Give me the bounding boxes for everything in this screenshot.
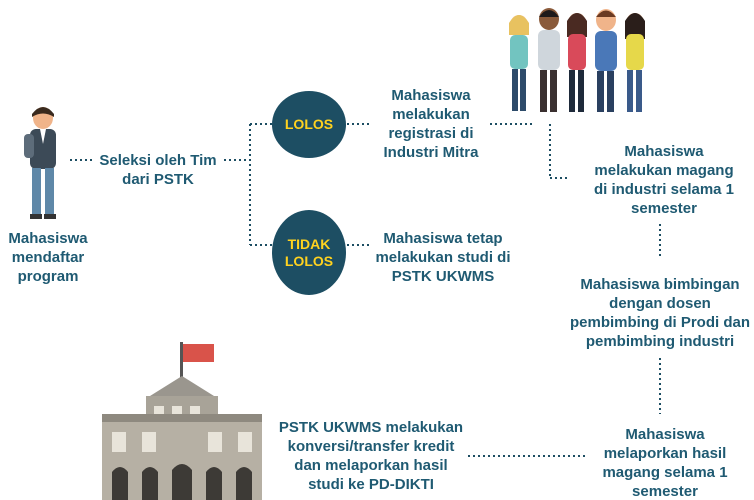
guidance-text: Mahasiswa bimbingan dengan dosen pembimb… — [570, 276, 750, 350]
pass-circle: LOLOS — [272, 91, 346, 158]
university-building-icon — [102, 342, 262, 500]
student-figure-icon — [24, 107, 56, 219]
credit-transfer-text: PSTK UKWMS melakukan konversi/transfer k… — [278, 419, 464, 493]
registration-text: Mahasiswa melakukan registrasi di Indust… — [383, 87, 479, 161]
fail-circle: TIDAK LOLOS — [272, 210, 346, 295]
internship-text: Mahasiswa melakukan magang di industri s… — [593, 143, 735, 217]
student-group-icon — [509, 8, 645, 112]
fail-label-line1: TIDAK — [287, 235, 331, 252]
report-text: Mahasiswa melaporkan hasil magang selama… — [602, 426, 728, 500]
continue-study-text: Mahasiswa tetap melakukan studi di PSTK … — [375, 230, 511, 285]
selection-text: Seleksi oleh Tim dari PSTK — [99, 152, 217, 188]
pass-label: LOLOS — [284, 116, 334, 132]
fail-label-line2: LOLOS — [284, 252, 334, 269]
student-register-text: Mahasiswa mendaftar program — [8, 230, 88, 285]
